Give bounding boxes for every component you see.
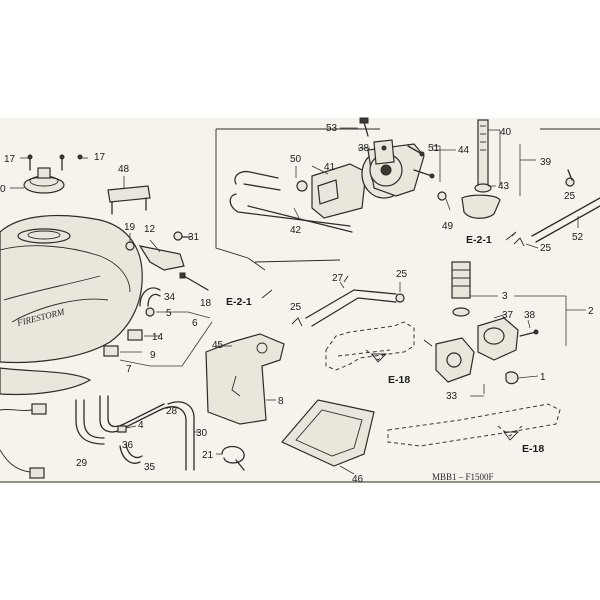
frame-lines [0, 128, 600, 483]
part-label: 6 [192, 318, 198, 329]
part-label: 21 [202, 450, 214, 461]
part-label: 49 [442, 221, 454, 232]
part-label: 35 [144, 462, 156, 473]
part-label: 12 [144, 224, 156, 235]
cover-45 [205, 333, 285, 425]
part-label: 37 [502, 310, 514, 321]
part-label: 14 [152, 332, 164, 343]
part-label: 34 [164, 292, 176, 303]
part-label: 5 [166, 308, 172, 319]
drawing-code: MBB1 – F1500F [432, 472, 494, 482]
part-label: 4 [138, 420, 144, 431]
routing-dashed-right [387, 403, 561, 447]
hose-27 [291, 275, 405, 327]
part-label: 0 [0, 184, 6, 195]
part-label: 25 [290, 302, 302, 313]
tray-46 [281, 399, 375, 475]
reference-e18-right: E-18 [522, 443, 544, 455]
part-label: 46 [352, 474, 364, 485]
arrow-icon [261, 289, 273, 299]
part-label: 19 [124, 222, 136, 233]
fuel-cap [10, 154, 88, 194]
hose-34 [139, 287, 161, 307]
part-label: 33 [446, 391, 458, 402]
pickup-tube [461, 119, 536, 219]
fuel-tank: FIRESTORM [0, 214, 143, 396]
reference-e21-top: E-2-1 [466, 234, 492, 246]
part-label: 25 [540, 243, 552, 254]
part-label: 17 [4, 154, 16, 165]
reference-e18-mid: E-18 [388, 374, 410, 386]
bracket-48 [107, 176, 151, 215]
part-label: 3 [502, 291, 508, 302]
part-label: 42 [290, 225, 302, 236]
inline-filter-3 [451, 261, 586, 346]
mount-12 [125, 231, 191, 271]
small-parts [103, 307, 213, 367]
part-label: 9 [150, 350, 156, 361]
vent-hose-52 [513, 169, 600, 249]
pump-assembly [229, 117, 456, 233]
part-label: 2 [588, 306, 594, 317]
drain-hoses [75, 395, 200, 471]
clip-21 [216, 445, 245, 471]
fuel-valve-37 [423, 313, 539, 397]
part-label: 40 [500, 127, 512, 138]
part-label: 43 [498, 181, 510, 192]
part-label: 27 [332, 273, 344, 284]
part-label: 38 [358, 143, 370, 154]
sensor-harness [0, 403, 47, 479]
part-label: 29 [76, 458, 88, 469]
part-label: 39 [540, 157, 552, 168]
part-label: 53 [326, 123, 338, 134]
part-label: 28 [166, 406, 178, 417]
part-label: 30 [196, 428, 208, 439]
part-label: 25 [396, 269, 408, 280]
part-label: 8 [278, 396, 284, 407]
section-references: E-2-1 E-2-1 E-18 E-18 [226, 231, 544, 455]
reference-e21-mid: E-2-1 [226, 296, 252, 308]
part-labels: 53 40 39 38 51 44 50 41 43 25 42 49 52 2… [0, 123, 594, 485]
routing-dashed-mid [325, 321, 415, 371]
part-label: 45 [212, 340, 224, 351]
arrow-icon [505, 231, 517, 241]
part-label: 44 [458, 145, 470, 156]
part-label: 48 [118, 164, 130, 175]
arrow-icon [371, 353, 388, 363]
part-label: 7 [126, 364, 132, 375]
bolt-18 [179, 272, 209, 291]
part-label: 51 [428, 143, 440, 154]
part-label: 38 [524, 310, 536, 321]
part-label: 17 [94, 152, 106, 163]
part-label: 31 [188, 232, 200, 243]
part-label: 18 [200, 298, 212, 309]
part-label: 52 [572, 232, 584, 243]
part-label: 25 [564, 191, 576, 202]
arrow-icon [503, 431, 520, 441]
part-label: 36 [122, 440, 134, 451]
part-label: 41 [324, 162, 336, 173]
part-label: 50 [290, 154, 302, 165]
part-label: 1 [540, 372, 546, 383]
